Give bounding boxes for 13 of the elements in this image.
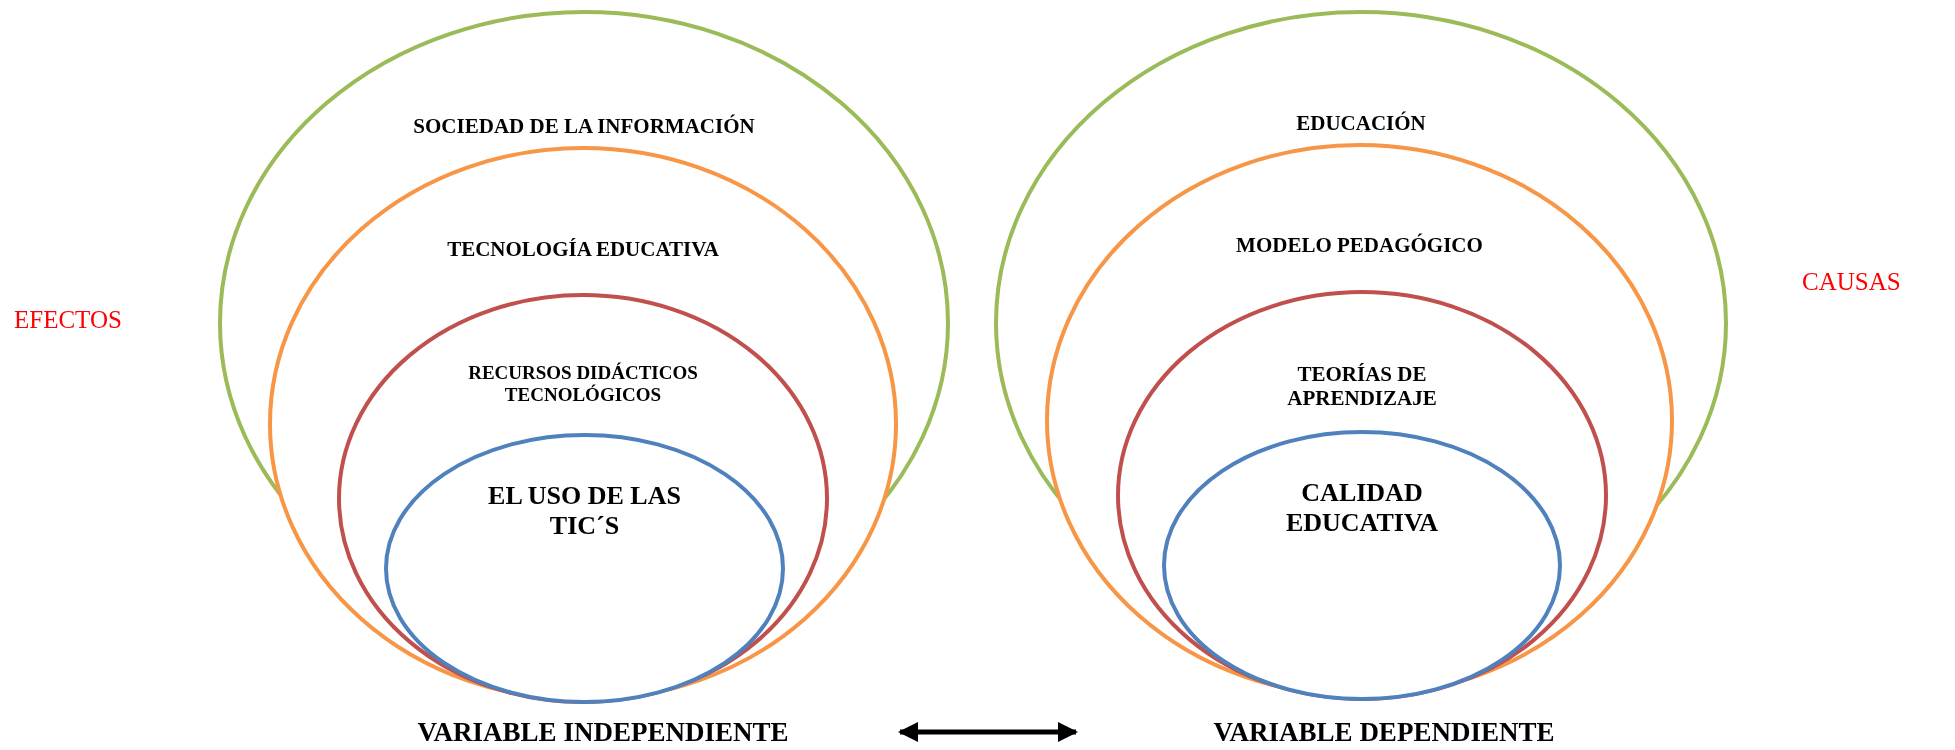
ellipse-label: MODELO PEDAGÓGICO — [1235, 233, 1484, 258]
ellipse-label: TEORÍAS DE APRENDIZAJE — [1286, 362, 1438, 411]
double-arrow — [898, 722, 1078, 742]
ellipse-label: RECURSOS DIDÁCTICOS TECNOLÓGICOS — [467, 362, 699, 406]
ellipse-label: SOCIEDAD DE LA INFORMACIÓN — [412, 114, 756, 139]
ellipse-label: EDUCACIÓN — [1295, 111, 1427, 136]
side-label: CAUSAS — [1802, 268, 1901, 296]
variable-label: VARIABLE DEPENDIENTE — [1076, 714, 1692, 750]
variable-label: VARIABLE INDEPENDIENTE — [306, 714, 900, 750]
ellipse-label: TECNOLOGÍA EDUCATIVA — [446, 237, 720, 262]
ellipse-label: CALIDAD EDUCATIVA — [1284, 478, 1440, 538]
ellipse-label: EL USO DE LAS TIC´S — [487, 481, 682, 541]
side-label: EFECTOS — [14, 306, 122, 334]
